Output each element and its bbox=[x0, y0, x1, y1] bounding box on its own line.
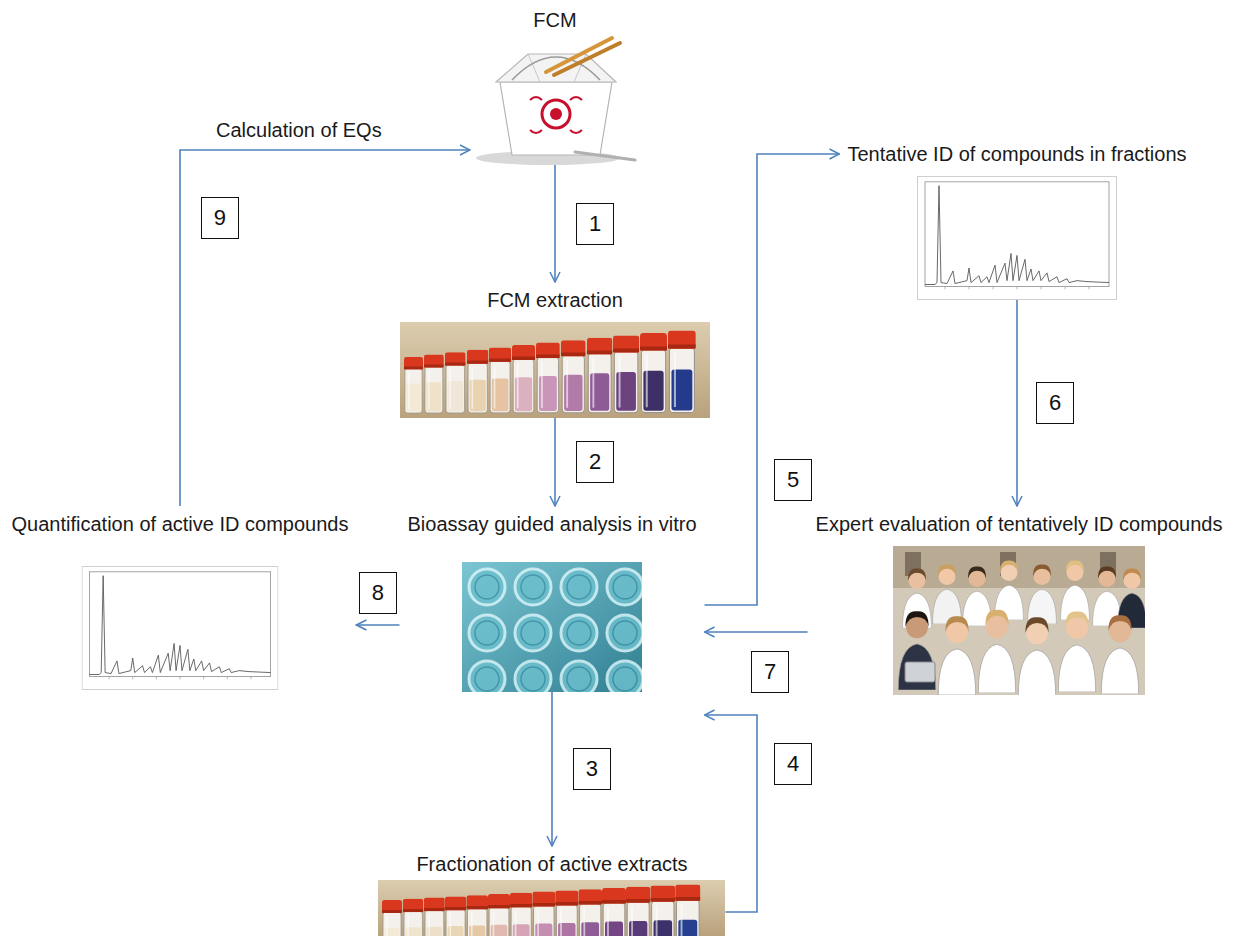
extraction-node: FCM extraction bbox=[400, 282, 710, 418]
flow-arrow bbox=[356, 624, 399, 626]
vials-photo bbox=[489, 347, 511, 412]
step-heading: Fractionation of active extracts bbox=[416, 852, 687, 876]
fraction-vials-photo bbox=[466, 895, 488, 936]
flow-arrow bbox=[551, 692, 553, 846]
flow-arrow bbox=[554, 165, 556, 282]
fraction-vials-photo bbox=[602, 888, 626, 936]
takeout-carton bbox=[546, 38, 612, 72]
step-number: 1 bbox=[576, 203, 614, 245]
bioassay-node: Bioassay guided analysis in vitro bbox=[399, 506, 704, 692]
product-node: FCM bbox=[470, 2, 640, 165]
vials-photo bbox=[587, 338, 612, 413]
expert-group-photo bbox=[933, 564, 962, 624]
step-heading: FCM bbox=[533, 8, 576, 32]
expert-group-photo bbox=[938, 616, 975, 695]
fraction-vials-photo bbox=[675, 884, 700, 936]
takeout-carton bbox=[542, 100, 570, 128]
takeout-carton bbox=[530, 97, 582, 133]
expert-group-photo bbox=[1101, 615, 1138, 694]
expert-group-photo bbox=[905, 662, 935, 682]
vials-photo bbox=[467, 350, 488, 413]
quantification-node: Quantification of active ID compounds bbox=[4, 506, 357, 690]
vials-photo bbox=[613, 335, 639, 412]
evaluation-node: Expert evaluation of tentatively ID comp… bbox=[808, 506, 1231, 695]
expert-group-photo bbox=[893, 546, 1145, 695]
takeout-carton bbox=[575, 152, 635, 160]
step-number: 5 bbox=[774, 459, 812, 501]
vials-photo bbox=[640, 333, 667, 413]
fraction-vials-photo bbox=[382, 900, 402, 936]
vials-photo bbox=[400, 322, 710, 418]
flow-arrow bbox=[554, 418, 556, 506]
vials-photo bbox=[668, 331, 696, 413]
expert-group-photo bbox=[898, 611, 935, 690]
arrow-caption: Calculation of EQs bbox=[216, 118, 382, 142]
expert-group-photo bbox=[1028, 564, 1057, 624]
vials-photo bbox=[512, 345, 535, 413]
step-heading: Tentative ID of compounds in fractions bbox=[847, 142, 1186, 166]
fraction-vials-photo bbox=[378, 880, 725, 936]
chromatogram bbox=[82, 566, 278, 689]
fraction-vials-photo bbox=[650, 886, 675, 936]
chromatogram bbox=[918, 176, 1117, 299]
fraction-vials-photo bbox=[403, 899, 423, 936]
well-plate-photo bbox=[462, 562, 642, 692]
fraction-vials-photo bbox=[578, 889, 602, 936]
fraction-vials-photo bbox=[488, 894, 510, 936]
flow-arrow bbox=[705, 715, 757, 912]
vials-photo bbox=[400, 322, 710, 418]
expert-group-photo bbox=[1058, 611, 1095, 692]
step-heading: Bioassay guided analysis in vitro bbox=[407, 512, 696, 536]
vials-photo bbox=[404, 357, 423, 413]
flow-arrow bbox=[1016, 300, 1018, 506]
flow-arrow bbox=[705, 631, 808, 633]
step-heading: Quantification of active ID compounds bbox=[12, 512, 349, 536]
fraction-vials-photo bbox=[555, 890, 578, 936]
takeout-carton bbox=[476, 38, 635, 165]
expert-group-photo bbox=[978, 610, 1015, 693]
step-heading: FCM extraction bbox=[487, 288, 623, 312]
step-number: 7 bbox=[751, 651, 789, 693]
expert-group-photo bbox=[893, 546, 1145, 695]
fractionation-node: Fractionation of active extracts bbox=[379, 846, 726, 936]
expert-group-photo bbox=[1061, 560, 1090, 620]
fraction-vials-photo bbox=[424, 898, 445, 936]
vials-photo bbox=[424, 355, 444, 413]
flow-arrow bbox=[180, 150, 470, 506]
vials-photo bbox=[536, 343, 560, 413]
step-number: 6 bbox=[1036, 382, 1074, 424]
takeout-carton bbox=[554, 43, 620, 75]
well-plate-photo bbox=[462, 562, 642, 692]
flow-arrow bbox=[705, 154, 840, 605]
fraction-vials-photo bbox=[445, 896, 466, 936]
step-number: 4 bbox=[774, 743, 812, 785]
fraction-vials-photo bbox=[510, 893, 532, 936]
step-number: 2 bbox=[576, 441, 614, 483]
vials-photo bbox=[561, 340, 586, 413]
expert-group-photo bbox=[1018, 617, 1055, 695]
fraction-vials-photo bbox=[532, 892, 555, 936]
vials-photo bbox=[445, 352, 466, 413]
takeout-carton bbox=[550, 108, 562, 120]
well-plate-photo bbox=[462, 562, 642, 692]
identification-node: Tentative ID of compounds in fractions bbox=[839, 136, 1194, 300]
step-number: 8 bbox=[359, 572, 397, 614]
fraction-vials-photo bbox=[626, 887, 650, 936]
takeout-carton bbox=[528, 54, 540, 82]
takeout-carton bbox=[500, 82, 612, 155]
step-number: 9 bbox=[201, 197, 239, 239]
step-number: 3 bbox=[573, 748, 611, 790]
step-heading: Expert evaluation of tentatively ID comp… bbox=[816, 512, 1223, 536]
